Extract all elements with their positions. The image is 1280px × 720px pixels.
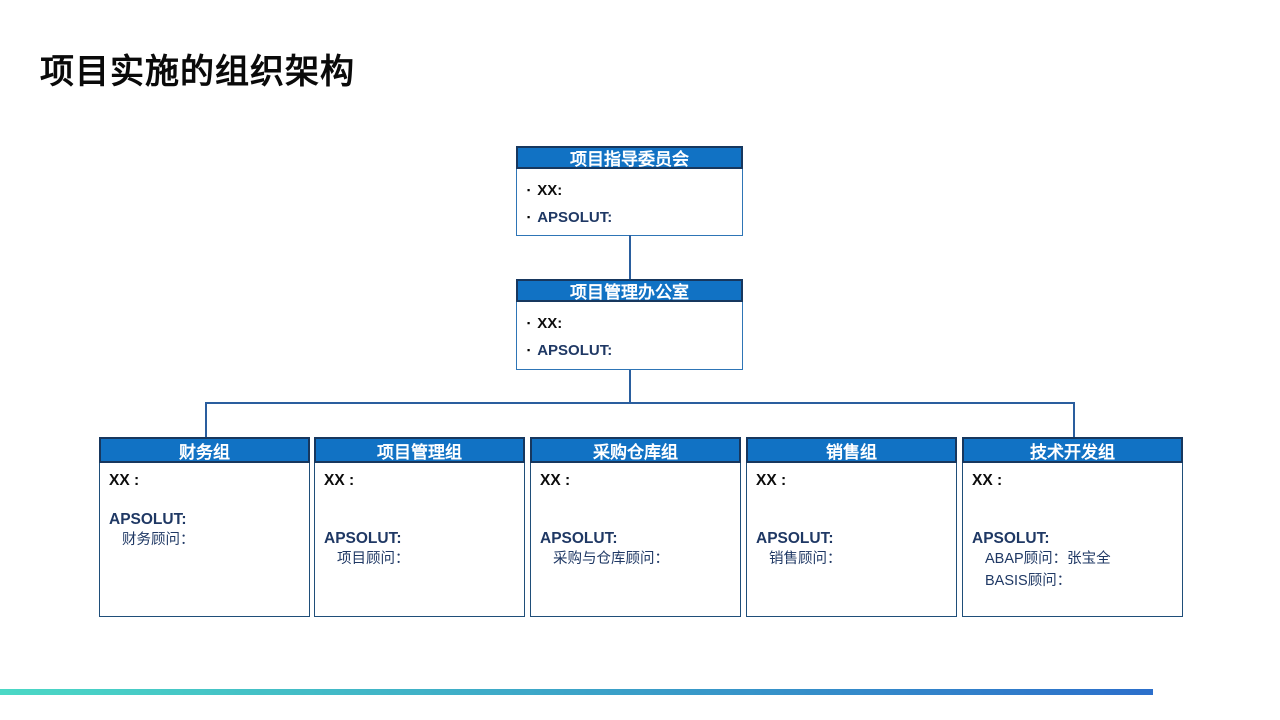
group-header-finance: 财务组 (99, 437, 310, 463)
connector-drop-left (205, 402, 207, 437)
pmo-bullet-row: ▪ APSOLUT: (527, 337, 742, 364)
steering-committee-header: 项目指导委员会 (516, 146, 743, 169)
xx-label: XX : (109, 472, 140, 489)
bottom-accent-bar (0, 689, 1153, 695)
pmo-box: 项目管理办公室 ▪ XX: ▪ APSOLUT: (516, 279, 743, 370)
pmo-title: 项目管理办公室 (570, 283, 689, 302)
connector-drop-right (1073, 402, 1075, 437)
apsolut-label: APSOLUT: (324, 530, 402, 547)
pmo-body: ▪ XX: ▪ APSOLUT: (516, 302, 743, 370)
bullet-square-icon: ▪ (527, 212, 531, 222)
xx-label: XX : (540, 472, 571, 489)
group-header-project-management: 项目管理组 (314, 437, 525, 463)
group-body-procurement-warehouse: XX : APSOLUT: 采购与仓库顾问： (530, 463, 741, 617)
connector-pmo-drop (629, 370, 631, 403)
apsolut-label: APSOLUT: (972, 530, 1050, 547)
xx-label: XX : (972, 472, 1003, 489)
pmo-xx-label: XX: (537, 315, 563, 332)
pmo-header: 项目管理办公室 (516, 279, 743, 302)
steering-bullet-row: ▪ XX: (527, 177, 742, 204)
group-title: 技术开发组 (1030, 442, 1115, 462)
steering-apsolut-label: APSOLUT: (537, 209, 613, 226)
consultant-line: ABAP顾问：张宝全 (985, 551, 1111, 567)
group-title: 采购仓库组 (593, 442, 678, 462)
group-header-tech-development: 技术开发组 (962, 437, 1183, 463)
consultant-line: 销售顾问： (769, 551, 842, 567)
pmo-apsolut-label: APSOLUT: (537, 342, 613, 359)
steering-xx-label: XX: (537, 182, 563, 199)
apsolut-label: APSOLUT: (540, 530, 618, 547)
steering-bullet-row: ▪ APSOLUT: (527, 204, 742, 231)
group-body-project-management: XX : APSOLUT: 项目顾问： (314, 463, 525, 617)
steering-committee-body: ▪ XX: ▪ APSOLUT: (516, 169, 743, 236)
apsolut-label: APSOLUT: (756, 530, 834, 547)
group-box-procurement-warehouse: 采购仓库组 XX : APSOLUT: 采购与仓库顾问： (530, 437, 741, 617)
steering-committee-box: 项目指导委员会 ▪ XX: ▪ APSOLUT: (516, 146, 743, 236)
group-title: 财务组 (179, 442, 230, 462)
group-body-sales: XX : APSOLUT: 销售顾问： (746, 463, 957, 617)
group-body-tech-development: XX : APSOLUT: ABAP顾问：张宝全 BASIS顾问： (962, 463, 1183, 617)
connector-horizontal (205, 402, 1074, 404)
xx-label: XX : (756, 472, 787, 489)
consultant-line: 项目顾问： (337, 551, 410, 567)
connector-steering-pmo (629, 235, 631, 279)
apsolut-label: APSOLUT: (109, 511, 187, 528)
consultant-line: 采购与仓库顾问： (553, 551, 669, 567)
group-header-procurement-warehouse: 采购仓库组 (530, 437, 741, 463)
steering-committee-title: 项目指导委员会 (570, 150, 689, 169)
bullet-square-icon: ▪ (527, 318, 531, 328)
group-title: 项目管理组 (377, 442, 462, 462)
group-header-sales: 销售组 (746, 437, 957, 463)
group-body-finance: XX : APSOLUT: 财务顾问： (99, 463, 310, 617)
group-box-sales: 销售组 XX : APSOLUT: 销售顾问： (746, 437, 957, 617)
group-box-project-management: 项目管理组 XX : APSOLUT: 项目顾问： (314, 437, 525, 617)
pmo-bullet-row: ▪ XX: (527, 310, 742, 337)
group-box-tech-development: 技术开发组 XX : APSOLUT: ABAP顾问：张宝全 BASIS顾问： (962, 437, 1183, 617)
group-box-finance: 财务组 XX : APSOLUT: 财务顾问： (99, 437, 310, 617)
consultant-line: BASIS顾问： (985, 573, 1072, 589)
bullet-square-icon: ▪ (527, 185, 531, 195)
group-title: 销售组 (826, 442, 877, 462)
page-title: 项目实施的组织架构 (40, 53, 355, 91)
bullet-square-icon: ▪ (527, 345, 531, 355)
consultant-line: 财务顾问： (122, 532, 195, 548)
xx-label: XX : (324, 472, 355, 489)
